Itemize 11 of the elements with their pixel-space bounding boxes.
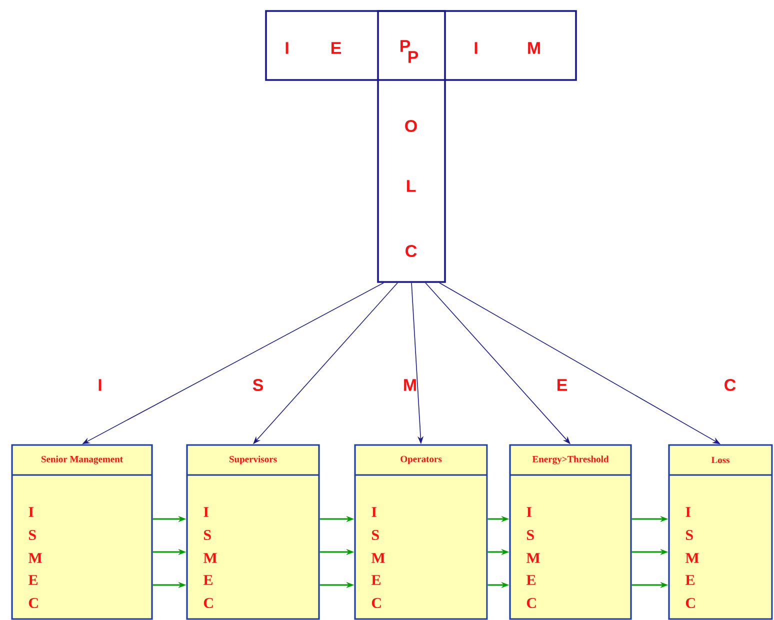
- letter-label: C: [724, 378, 736, 392]
- role-box: Energy>Threshold I S M E C: [509, 444, 632, 620]
- role-box: Senior Management I S M E C: [11, 444, 153, 620]
- letter-label: I: [98, 379, 102, 391]
- role-box: Operators I S M E C: [354, 444, 488, 620]
- role-box: Supervisors I S M E C: [186, 444, 320, 620]
- letter-column: P P O L C: [377, 10, 446, 283]
- role-box: Loss I S M E C: [668, 444, 773, 620]
- letter-label: E: [557, 379, 568, 391]
- letter-label: M: [404, 379, 416, 391]
- letter-label: S: [252, 378, 264, 392]
